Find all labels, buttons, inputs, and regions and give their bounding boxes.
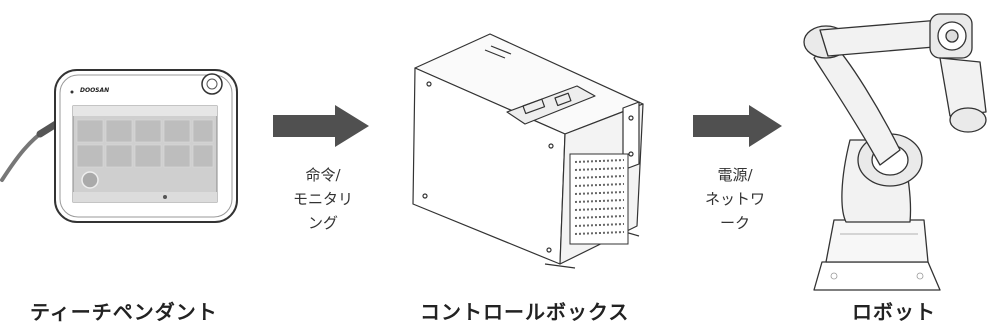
robot-arm-illustration — [803, 13, 987, 291]
robot-upper-arm — [813, 39, 901, 166]
arrow-label-1-line-2: モニタリ — [292, 190, 353, 208]
arrow-right-2 — [693, 105, 782, 147]
control-box-illustration — [412, 33, 644, 269]
arrow-label-2-line-3: ーク — [719, 214, 750, 232]
robot-forearm — [819, 19, 947, 57]
robot-wrist-link — [939, 57, 987, 117]
caption-robot: ロボット — [852, 300, 936, 324]
teach-pendant: DOOSAN — [0, 60, 245, 230]
control-box-vent-holes — [574, 159, 625, 235]
pendant-cable-strain-relief — [36, 120, 60, 138]
caption-control-box: コントロールボックス — [420, 300, 630, 324]
robot-base — [825, 219, 929, 263]
arrow-label-1: 命令/ モニタリ ング — [278, 163, 368, 235]
caption-teach-pendant: ティーチペンダント — [30, 300, 218, 324]
arrow-label-2-line-1: 電源/ — [717, 166, 753, 184]
arrow-label-2-line-2: ネットワ — [704, 190, 765, 208]
robot-base-plate — [813, 261, 941, 291]
robot-flange — [949, 107, 987, 133]
robot-arm — [800, 0, 991, 292]
pendant-brand-logo: DOOSAN — [80, 87, 110, 94]
arrow-label-1-line-1: 命令/ — [305, 166, 341, 184]
control-box — [395, 14, 655, 276]
teach-pendant-illustration — [0, 69, 238, 223]
arrow-right-1 — [273, 105, 369, 147]
arrow-label-2: 電源/ ネットワ ーク — [690, 163, 780, 235]
arrow-label-1-line-3: ング — [307, 214, 338, 232]
